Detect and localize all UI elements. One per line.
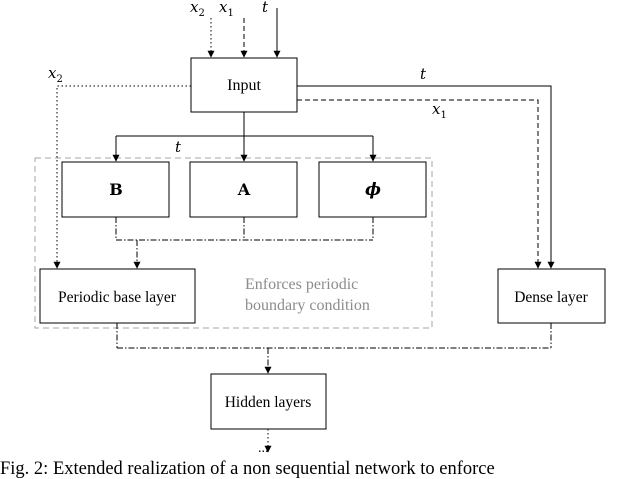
input-box [190, 57, 298, 113]
phi-box [318, 161, 427, 218]
periodic-base-box [39, 268, 196, 324]
b-box [61, 161, 170, 218]
hidden-label: Hidden layers [225, 394, 312, 411]
b-box-label: B [109, 180, 123, 199]
figure-caption: Fig. 2: Extended realization of a non se… [0, 460, 495, 479]
periodic-region-label-2: boundary condition [245, 297, 370, 314]
phi-box-label: ϕ [365, 180, 381, 200]
left-x2-label: x2 [48, 64, 63, 85]
right-x1-label: x1 [432, 100, 447, 121]
network-diagram: x2 x1 t Input x2 t x1 t B A ϕ Enforces p… [34, 0, 606, 456]
periodic-region-frame [34, 157, 433, 329]
x1-to-dense-line [297, 99, 542, 269]
top-x1-label: x1 [219, 0, 234, 19]
mid-t-label: t [175, 138, 182, 156]
x2-to-periodic-line [53, 85, 191, 269]
periodic-region-label-1: Enforces periodic [245, 276, 358, 293]
top-x2-label: x2 [190, 0, 205, 19]
hidden-box [210, 373, 327, 430]
dense-label: Dense layer [514, 289, 588, 306]
top-t-label: t [262, 0, 269, 16]
dense-box [497, 268, 606, 324]
input-box-label: Input [227, 77, 261, 94]
periodic-base-label: Periodic base layer [58, 289, 177, 306]
right-t-label: t [420, 65, 427, 83]
t-to-dense-line [297, 85, 555, 269]
continuation-dots: ... [258, 441, 269, 456]
a-box-label: A [237, 180, 251, 199]
